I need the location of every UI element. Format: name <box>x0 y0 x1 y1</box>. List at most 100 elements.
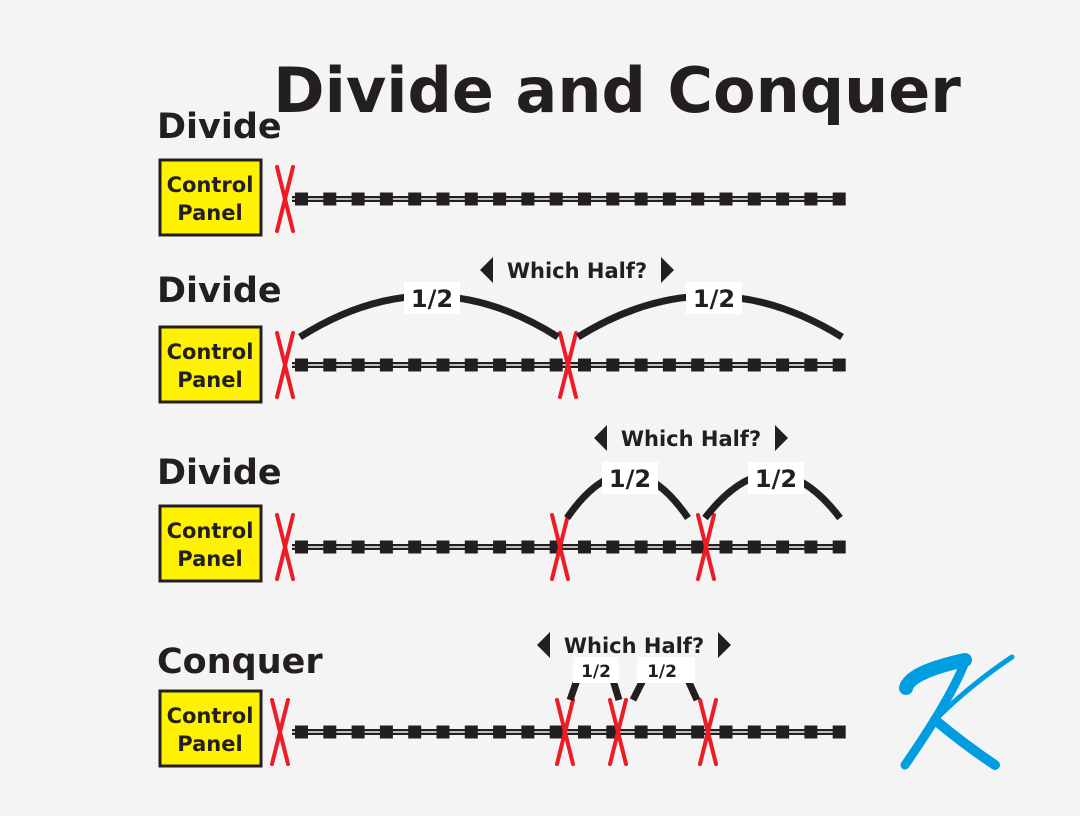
wire-row-3 <box>275 513 846 581</box>
cut-mark-icon <box>270 698 290 766</box>
device-square <box>747 358 761 372</box>
device-square <box>464 358 478 372</box>
device-square <box>521 540 535 554</box>
row-1-label: Divide <box>157 107 282 147</box>
device-square <box>493 192 507 206</box>
device-square <box>379 540 393 554</box>
device-square <box>578 540 591 554</box>
cut-mark-icon <box>558 331 578 399</box>
device-square <box>323 358 337 372</box>
device-square <box>776 725 790 739</box>
cut-mark-icon <box>275 513 295 581</box>
device-square <box>295 725 308 739</box>
device-square <box>493 725 507 739</box>
row-2-label: Divide <box>157 271 282 311</box>
device-square <box>747 725 761 739</box>
device-square <box>493 540 507 554</box>
device-square <box>436 725 450 739</box>
panel-text-line2: Panel <box>177 368 242 392</box>
device-square <box>493 358 507 372</box>
right-arrow-icon <box>775 425 788 451</box>
device-square <box>634 358 648 372</box>
device-square <box>436 358 450 372</box>
device-square <box>634 725 648 739</box>
device-square <box>379 358 393 372</box>
device-square <box>295 358 308 372</box>
device-square <box>662 358 676 372</box>
half-label: 1/2 <box>411 285 453 313</box>
device-square <box>578 192 591 206</box>
half-label: 1/2 <box>609 465 651 493</box>
cut-mark-icon <box>555 698 575 766</box>
panel-text-line2: Panel <box>177 547 242 571</box>
device-square <box>634 540 648 554</box>
device-square <box>521 358 535 372</box>
cut-stroke <box>275 165 295 233</box>
panel-text-line2: Panel <box>177 732 242 756</box>
device-square <box>691 358 705 372</box>
cut-mark-icon <box>275 331 295 399</box>
cut-stroke <box>275 331 295 399</box>
panel-text-line1: Control <box>167 173 254 197</box>
right-arrow-icon <box>661 257 674 283</box>
device-square <box>521 725 535 739</box>
cut-mark-icon <box>608 698 628 766</box>
cut-stroke <box>696 513 716 581</box>
device-square <box>408 725 422 739</box>
panel-text-line1: Control <box>167 340 254 364</box>
device-square <box>351 725 365 739</box>
device-square <box>662 192 676 206</box>
device-square <box>747 192 761 206</box>
device-square <box>832 192 846 206</box>
device-square <box>832 540 846 554</box>
right-arrow-icon <box>718 632 731 658</box>
cut-stroke <box>558 331 578 399</box>
wire-row-4 <box>270 698 846 766</box>
left-arrow-icon <box>537 632 550 658</box>
device-square <box>634 192 648 206</box>
device-square <box>578 358 591 372</box>
device-square <box>549 725 563 739</box>
row-3-label: Divide <box>157 453 282 493</box>
device-square <box>323 540 337 554</box>
device-square <box>776 540 790 554</box>
device-square <box>719 358 733 372</box>
device-square <box>691 725 705 739</box>
cut-stroke <box>275 513 295 581</box>
panel-text-line2: Panel <box>177 201 242 225</box>
device-square <box>521 192 535 206</box>
cut-stroke <box>550 513 570 581</box>
control-panel-1: Control Panel <box>158 158 263 237</box>
half-label: 1/2 <box>581 662 611 682</box>
device-square <box>804 358 818 372</box>
device-square <box>606 358 620 372</box>
half-label: 1/2 <box>693 285 735 313</box>
control-panel-4: Control Panel <box>158 689 263 768</box>
cut-stroke <box>555 698 575 766</box>
cut-mark-icon <box>275 165 295 233</box>
left-arrow-icon <box>480 257 493 283</box>
device-square <box>804 725 818 739</box>
cut-mark-icon <box>696 513 716 581</box>
device-square <box>379 725 393 739</box>
device-square <box>662 540 676 554</box>
which-half-label: Which Half? <box>564 634 704 658</box>
device-square <box>323 192 337 206</box>
which-half-label: Which Half? <box>621 427 761 451</box>
device-square <box>691 540 705 554</box>
device-square <box>436 192 450 206</box>
cut-mark-icon <box>550 513 570 581</box>
device-square <box>379 192 393 206</box>
device-square <box>408 192 422 206</box>
device-square <box>804 192 818 206</box>
device-square <box>804 540 818 554</box>
wire-row-2 <box>275 331 846 399</box>
wire-row-1 <box>275 165 846 233</box>
device-square <box>408 358 422 372</box>
device-square <box>719 192 733 206</box>
half-label: 1/2 <box>647 662 677 682</box>
device-square <box>408 540 422 554</box>
control-panel-3: Control Panel <box>158 504 263 583</box>
device-square <box>295 192 308 206</box>
